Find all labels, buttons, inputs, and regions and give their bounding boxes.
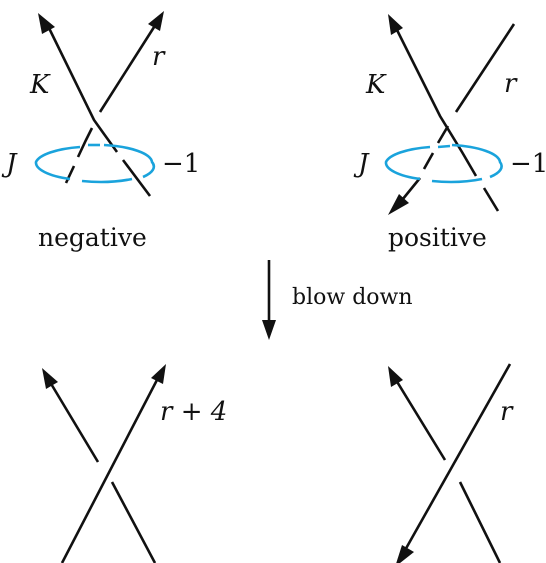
caption-negative: negative <box>38 223 147 252</box>
down-arrow-head <box>262 320 276 340</box>
panel-bottom-right: r <box>388 363 514 563</box>
unknot-J-back <box>384 143 503 184</box>
strand-upper-left <box>394 379 502 563</box>
arrowhead-upper-left <box>42 368 58 389</box>
label-framing-minus-one: −1 <box>510 149 546 179</box>
arrowhead-K <box>38 13 55 34</box>
label-r-plus-4: r + 4 <box>160 397 227 427</box>
strand-r <box>396 23 516 206</box>
strand-upper-left <box>48 381 157 563</box>
arrowhead-K <box>388 14 403 35</box>
arrowhead-upper-left <box>388 366 403 387</box>
strand-upper-right <box>60 377 160 563</box>
label-r: r <box>152 42 166 72</box>
unknot-J-back <box>34 143 156 184</box>
label-K: K <box>29 70 51 100</box>
strand-r <box>64 23 158 184</box>
arrowhead-r <box>148 11 164 31</box>
strand-K <box>394 27 500 212</box>
panel-bottom-left: r + 4 <box>42 364 227 563</box>
panel-positive: K r J −1 positive <box>353 14 546 252</box>
unknot-J-front <box>437 144 451 149</box>
label-J: J <box>353 149 370 179</box>
label-r: r <box>500 397 514 427</box>
blow-down-operation: blow down <box>262 260 413 340</box>
arrowhead-r-lower <box>388 194 409 215</box>
label-framing-minus-one: −1 <box>162 149 200 179</box>
strand-K <box>46 25 152 197</box>
label-J: J <box>1 149 18 179</box>
strand-r <box>402 363 512 553</box>
arrowhead-lower-left <box>396 545 414 563</box>
caption-positive: positive <box>388 223 487 252</box>
arrowhead-upper-right <box>151 364 166 384</box>
label-K: K <box>365 70 387 100</box>
label-blow-down: blow down <box>292 285 413 310</box>
label-r: r <box>504 69 518 99</box>
panel-negative: K r J −1 negative <box>1 11 200 252</box>
